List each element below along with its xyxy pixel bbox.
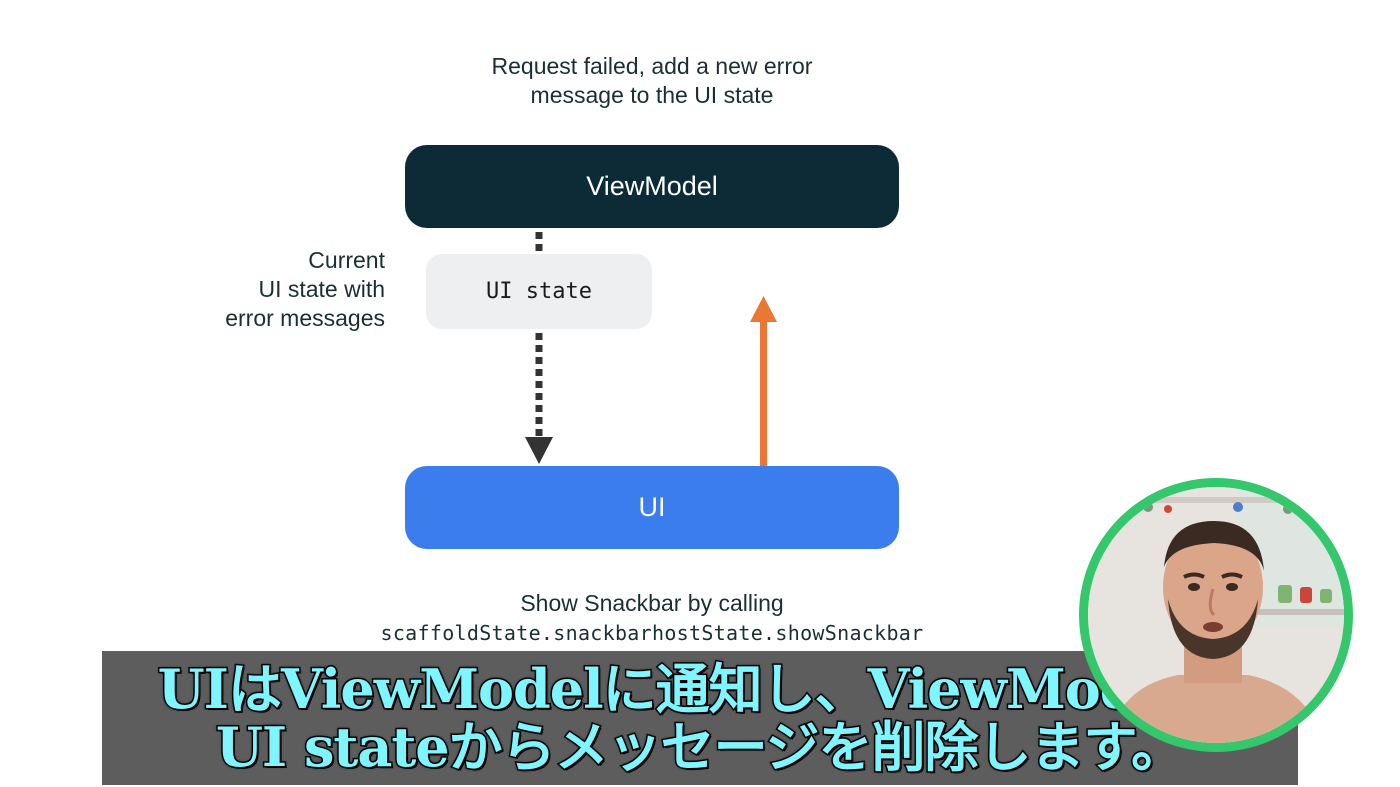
ui-box: UI [405, 466, 899, 549]
presenter-avatar-icon [1088, 487, 1344, 743]
subtitle-line-2: UI stateからメッセージを削除します。 [214, 715, 1186, 779]
viewmodel-label: ViewModel [586, 171, 718, 201]
side-label: Current UI state with error messages [170, 246, 385, 333]
top-caption-line-2: message to the UI state [530, 82, 774, 108]
subtitle-text: UIはViewModelに通知し、ViewModelは UI stateからメッ… [102, 651, 1298, 785]
top-caption-line-1: Request failed, add a new error [491, 53, 813, 79]
ui-state-box: UI state [426, 254, 652, 329]
bottom-caption-code: scaffoldState.snackbarhostState.showSnac… [380, 621, 924, 645]
side-label-line-2: UI state with [258, 276, 385, 302]
side-label-line-1: Current [308, 247, 385, 273]
bottom-caption: Show Snackbar by calling scaffoldState.s… [300, 588, 1004, 648]
ui-state-label: UI state [486, 279, 592, 304]
bottom-caption-text: Show Snackbar by calling [520, 590, 784, 616]
ui-label: UI [638, 492, 666, 522]
event-arrow-shaft [760, 320, 767, 466]
side-label-line-3: error messages [225, 305, 385, 331]
event-arrow-head [750, 296, 777, 322]
presenter-illustration [1088, 487, 1344, 743]
state-arrow-head [525, 437, 553, 464]
top-caption: Request failed, add a new error message … [402, 52, 902, 110]
subtitle-line-1: UIはViewModelに通知し、ViewModelは [156, 657, 1245, 721]
viewmodel-box: ViewModel [405, 145, 899, 228]
